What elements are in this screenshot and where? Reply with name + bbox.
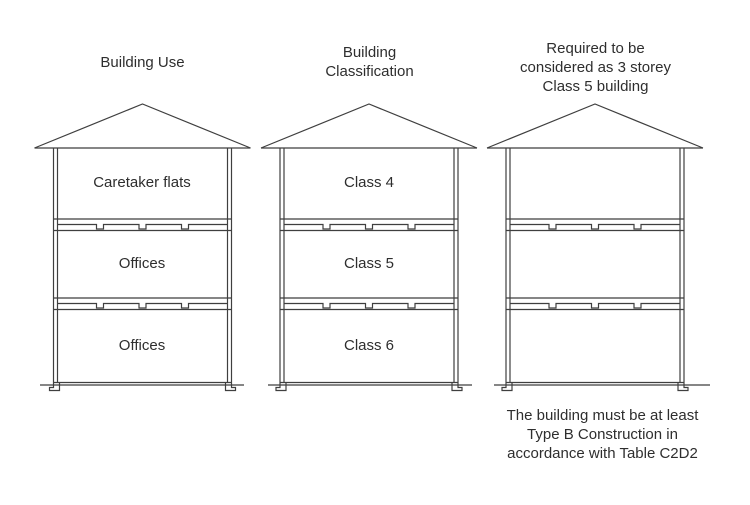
floor-label — [506, 254, 684, 274]
floor-label: Offices — [118, 337, 166, 354]
footnote-line: The building must be at least — [506, 407, 699, 424]
footnote-line: Type B Construction in — [527, 426, 678, 443]
caption-line: Class 5 building — [542, 78, 649, 95]
floor-label: Class 5 — [343, 255, 395, 272]
floor-label — [506, 336, 684, 356]
caption-line: Building Use — [100, 54, 185, 71]
footnote-line: accordance with Table C2D2 — [507, 445, 698, 462]
building-caption-classification: Building Classification — [259, 43, 480, 81]
floor-label: Class 4 — [343, 174, 395, 191]
caption-line: Building — [342, 44, 397, 61]
footnote: The building must be at least Type B Con… — [450, 406, 750, 463]
floor-label — [506, 173, 684, 193]
floor-label: Offices — [118, 255, 166, 272]
caption-line: Required to be — [546, 40, 645, 57]
building-caption-use: Building Use — [32, 53, 253, 72]
building-caption-required: Required to be considered as 3 storey Cl… — [485, 39, 706, 96]
caption-line: considered as 3 storey — [520, 59, 671, 76]
floor-label: Caretaker flats — [93, 174, 191, 191]
floor-label: Class 6 — [343, 337, 395, 354]
caption-line: Classification — [325, 63, 414, 80]
